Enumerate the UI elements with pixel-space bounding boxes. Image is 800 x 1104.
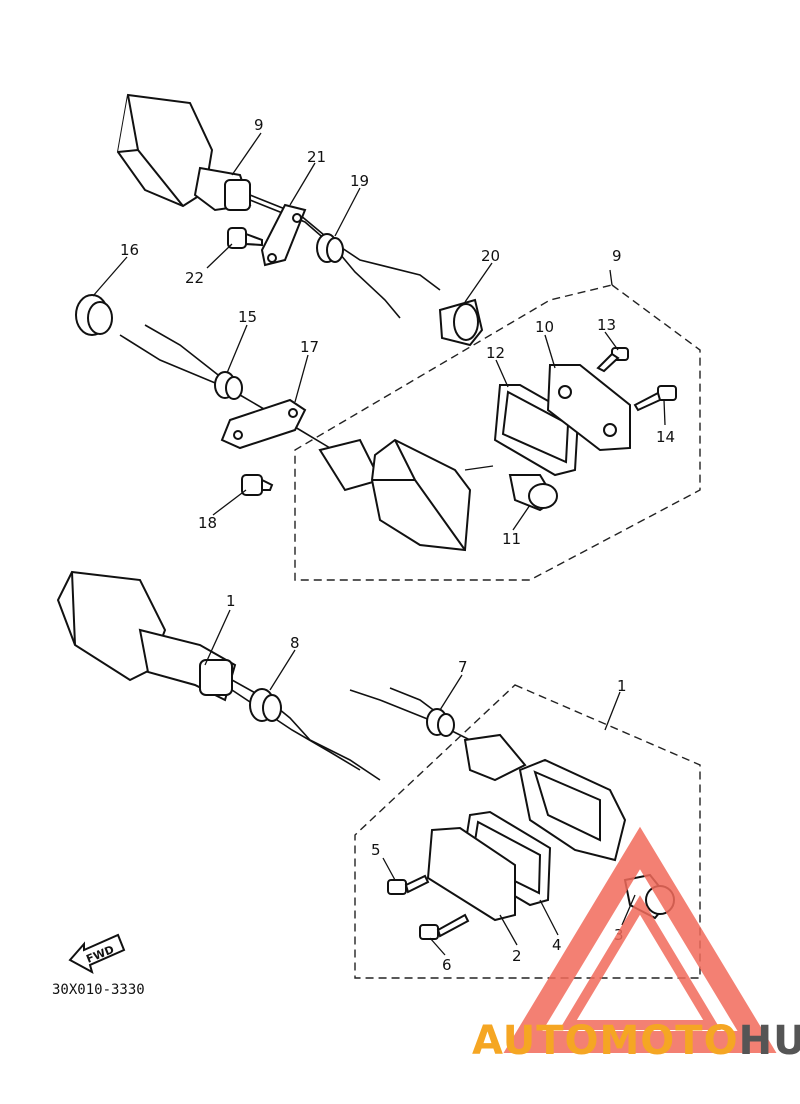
watermark-part1: AUTOMOTO [472, 1018, 739, 1064]
callout-9-upper: 9 [254, 116, 264, 134]
exploded-group-upper [294, 284, 701, 581]
turn-signal-lower-left [56, 570, 237, 702]
screw-5 [387, 874, 430, 895]
watermark-part2: HUB [739, 1018, 800, 1064]
leader-lines [92, 132, 666, 956]
callout-8: 8 [290, 634, 300, 652]
turn-signal-lower-right [463, 733, 627, 862]
bracket-21 [260, 203, 307, 267]
turn-signal-mid [318, 438, 472, 552]
callout-2: 2 [512, 947, 522, 965]
callout-21: 21 [307, 148, 326, 166]
grommet-7 [426, 708, 455, 737]
grommet-19 [316, 233, 344, 263]
callout-7: 7 [458, 658, 468, 676]
screw-14 [633, 385, 677, 412]
forward-arrow-icon: FWD [68, 933, 126, 975]
callout-1-left: 1 [226, 592, 236, 610]
callout-18: 18 [198, 514, 217, 532]
warning-triangle-icon [503, 826, 777, 1053]
callout-19: 19 [350, 172, 369, 190]
callout-6: 6 [442, 956, 452, 974]
callout-15: 15 [238, 308, 257, 326]
diagram-code: 30X010-3330 [52, 982, 145, 998]
callout-5: 5 [371, 841, 381, 859]
grommet-20 [438, 298, 484, 347]
screw-13 [596, 347, 629, 373]
exploded-group-lower [354, 684, 701, 979]
automotohub-watermark-logo [503, 826, 777, 1053]
callout-14: 14 [656, 428, 675, 446]
callout-9-box: 9 [612, 247, 622, 265]
lens-2 [426, 826, 516, 922]
turn-signal-rear-upper [116, 93, 441, 319]
watermark-brand: AUTOMOTOHUB [472, 1018, 800, 1064]
grommet-15 [214, 371, 243, 400]
callout-4: 4 [552, 936, 562, 954]
bulb-11 [508, 474, 558, 512]
callout-13: 13 [597, 316, 616, 334]
wires-left-mid [119, 324, 331, 449]
callout-1-box: 1 [617, 677, 627, 695]
lens-10 [546, 364, 631, 452]
callout-17: 17 [300, 338, 319, 356]
cap-16 [75, 294, 113, 336]
callout-16: 16 [120, 241, 139, 259]
callout-11: 11 [502, 530, 521, 548]
bolt-18 [241, 474, 274, 496]
bolt-22 [227, 227, 263, 249]
forward-badge-text: FWD [84, 943, 116, 966]
callout-20: 20 [481, 247, 500, 265]
bracket-17 [220, 398, 307, 450]
callout-12: 12 [486, 344, 505, 362]
callout-10: 10 [535, 318, 554, 336]
grommet-8 [249, 688, 282, 722]
screw-6 [419, 913, 470, 940]
callout-22: 22 [185, 269, 204, 287]
